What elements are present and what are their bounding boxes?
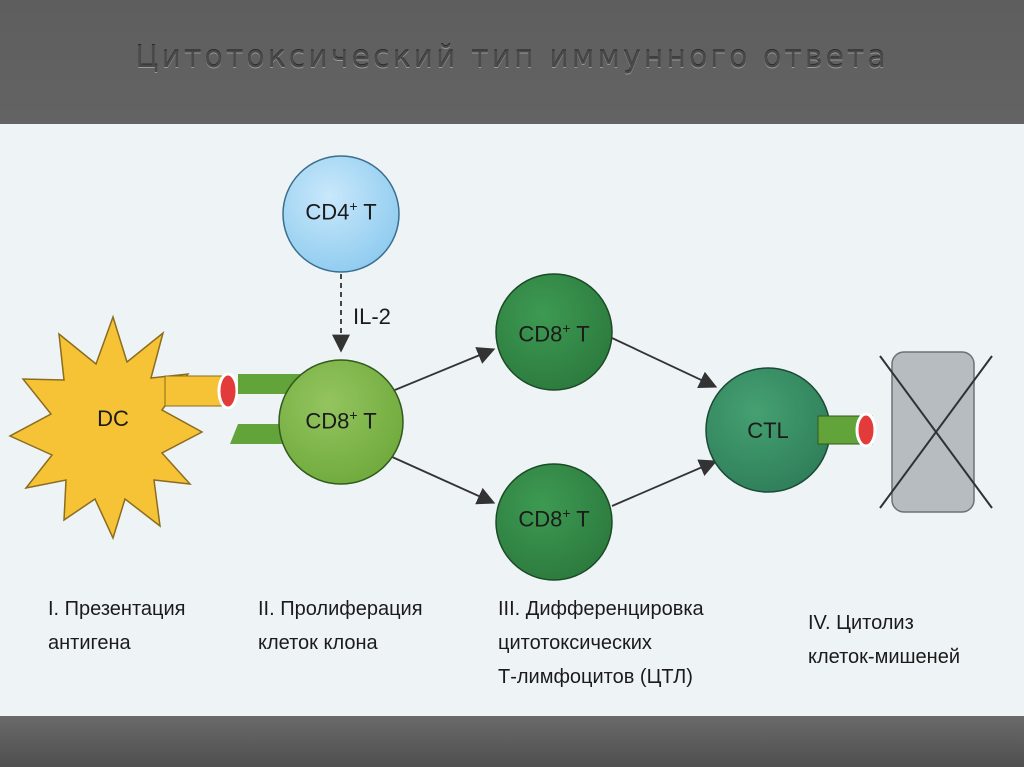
cd8-top-label: CD8+ T — [518, 320, 590, 347]
cd8-t-cell-main — [278, 359, 404, 485]
diagram-panel: DC CD4+ T CD8+ T CD8+ T CD8+ T CTL IL-2 … — [0, 124, 1024, 716]
arrow-to-cd8-bottom — [389, 455, 496, 505]
cd8-t-cell-bottom — [495, 463, 613, 581]
bottom-band — [0, 716, 1024, 767]
diagram-canvas — [8, 155, 993, 581]
cd4-t-cell — [282, 155, 400, 273]
dendritic-cell — [8, 314, 204, 541]
arrow-top-to-ctl — [611, 337, 718, 389]
cd8-t-cell-top — [495, 273, 613, 391]
arrow-bottom-to-ctl — [611, 459, 718, 507]
stage-1-caption: I. Презентация антигена — [48, 598, 186, 654]
stage-2-caption: II. Пролиферация клеток клона — [258, 598, 423, 654]
arrow-to-cd8-top — [389, 347, 496, 393]
ctl-label: CTL — [747, 418, 789, 443]
target-cross-line-2 — [879, 355, 993, 509]
stage-3-caption: III. Дифференцировка цитотоксических Т-л… — [498, 598, 704, 688]
dc-receptor-tip — [217, 372, 239, 410]
cd8-bottom-label: CD8+ T — [518, 505, 590, 532]
ctl-receptor-tip — [855, 412, 877, 448]
stage-4-caption: IV. Цитолиз клеток-мишеней — [808, 612, 961, 668]
cd8-main-label: CD8+ T — [305, 407, 377, 434]
dc-label: DC — [97, 406, 129, 431]
cd4-label: CD4+ T — [305, 198, 377, 225]
il2-label: IL-2 — [353, 304, 391, 329]
slide-title: Цитотоксический тип иммунного ответа — [135, 40, 889, 75]
target-cell — [891, 351, 975, 513]
